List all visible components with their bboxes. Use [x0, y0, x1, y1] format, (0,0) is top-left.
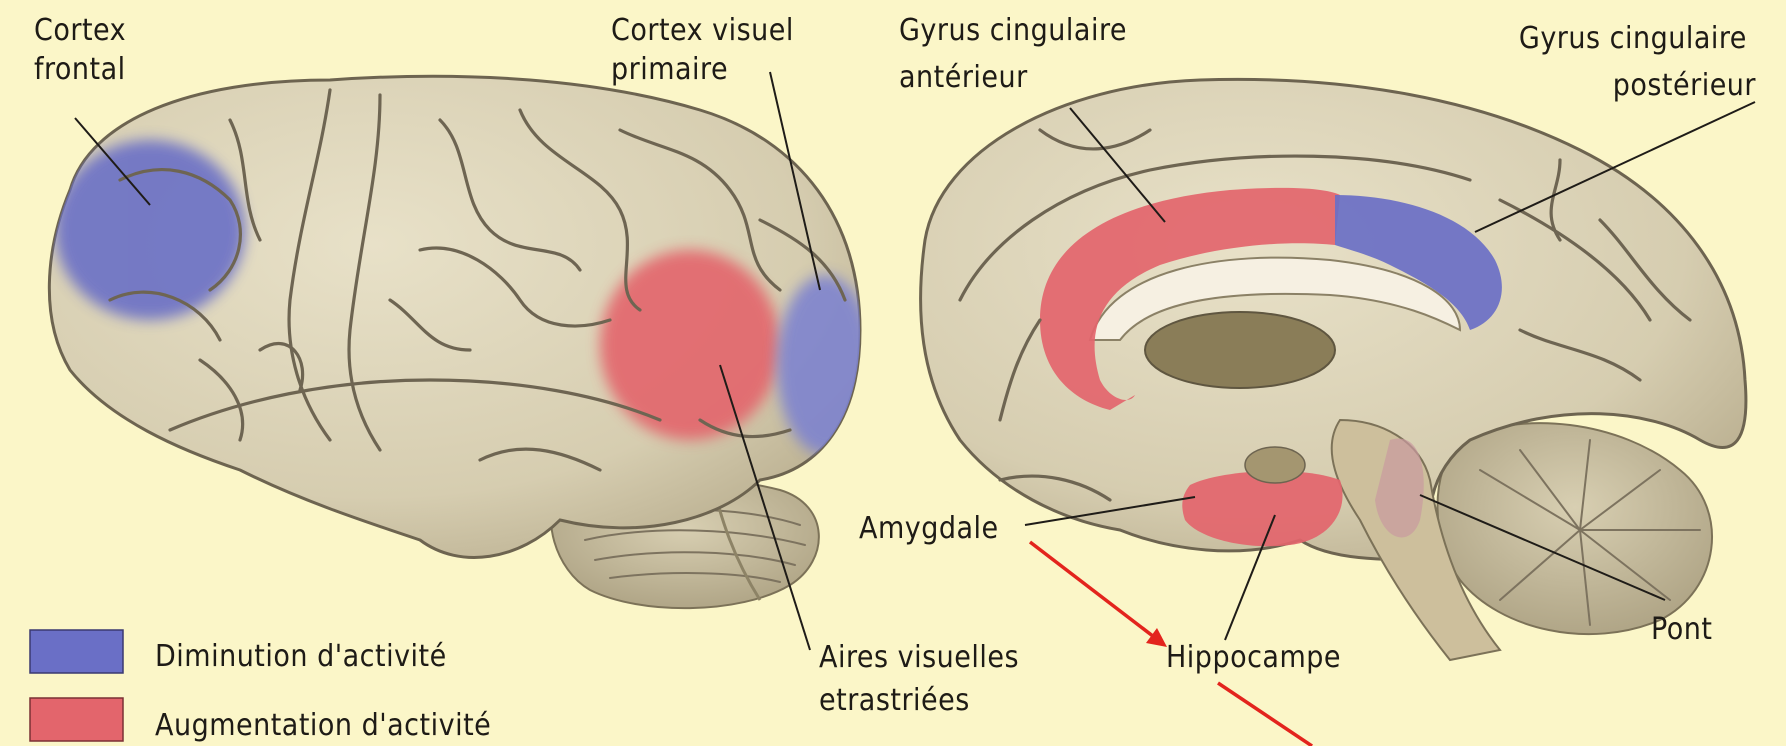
lateral-brain-view — [49, 76, 873, 608]
arrow-hippocampe-onward — [1218, 683, 1312, 746]
label-gyrus-cingulaire-posterieur: Gyrus cingulaire postérieur — [1519, 21, 1756, 103]
legend-swatch-decrease — [30, 630, 123, 673]
label-cortex-frontal: Cortex frontal — [34, 13, 135, 87]
legend: Diminution d'activité Augmentation d'act… — [30, 630, 491, 743]
hippocampus-increase-region — [1182, 471, 1342, 546]
medial-brain-view — [921, 79, 1746, 660]
legend-label-decrease: Diminution d'activité — [155, 639, 447, 674]
label-pont: Pont — [1651, 612, 1712, 647]
label-gyrus-cingulaire-anterieur: Gyrus cingulaire antérieur — [899, 13, 1136, 95]
label-cortex-visuel-primaire: Cortex visuel primaire — [611, 13, 803, 87]
legend-swatch-increase — [30, 698, 123, 741]
cerebellum-medial — [1438, 423, 1713, 634]
label-hippocampe: Hippocampe — [1166, 640, 1341, 675]
label-amygdale: Amygdale — [859, 511, 999, 546]
arrowhead-1 — [1146, 628, 1167, 647]
label-aires-visuelles: Aires visuelles etrastriées — [819, 640, 1028, 718]
arrow-amygdale-to-hippocampe — [1030, 542, 1158, 640]
legend-label-increase: Augmentation d'activité — [155, 708, 491, 743]
